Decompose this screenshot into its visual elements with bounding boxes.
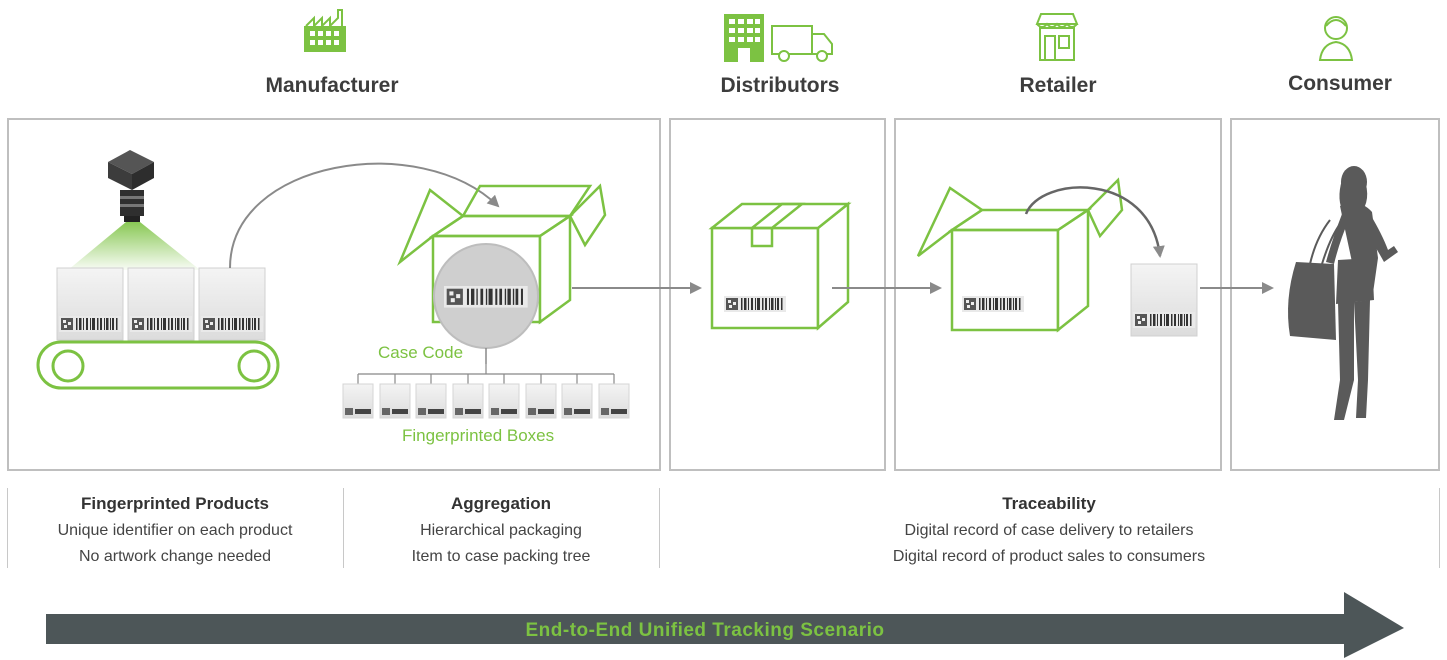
caption-fingerprinted-products: Fingerprinted Products Unique identifier…: [8, 494, 342, 566]
consumer-panel: [1230, 118, 1440, 471]
fingerprinted-box: [525, 383, 557, 419]
product-box: [199, 268, 265, 340]
case-barcode: [444, 286, 528, 308]
fingerprinted-box: [379, 383, 411, 419]
caption-line: Hierarchical packaging: [420, 522, 582, 539]
fingerprinted-boxes-label: Fingerprinted Boxes: [402, 426, 555, 445]
caption-title: Traceability: [1002, 494, 1096, 513]
case-barcode: [724, 296, 786, 312]
caption-line: Unique identifier on each product: [57, 522, 293, 539]
conveyor-belt: [36, 340, 280, 390]
caption-title: Aggregation: [450, 494, 552, 513]
storefront-icon: [1035, 13, 1079, 61]
fingerprinted-box: [452, 383, 484, 419]
scan-beam: [68, 222, 200, 270]
caption-divider: [659, 488, 660, 568]
camera-icon: [108, 150, 154, 222]
caption-traceability: Traceability Digital record of case deli…: [660, 494, 1438, 566]
fingerprinted-box: [488, 383, 520, 419]
warehouse-truck-icon: [724, 14, 833, 62]
stage-label-retailer: Retailer: [1019, 74, 1097, 97]
case-barcode: [962, 296, 1024, 312]
stage-label-distributors: Distributors: [720, 74, 840, 97]
product-box: [128, 268, 194, 340]
caption-divider: [1439, 488, 1440, 568]
caption-line: Item to case packing tree: [411, 548, 591, 565]
flow-arrow-curve: [229, 162, 500, 269]
caption-title: Fingerprinted Products: [81, 494, 269, 513]
tracking-banner-label: End-to-End Unified Tracking Scenario: [525, 620, 885, 641]
person-icon: [1318, 16, 1354, 61]
product-box: [57, 268, 123, 340]
caption-divider: [343, 488, 344, 568]
flow-arrow-curve: [1024, 186, 1165, 258]
aggregation-tree: [357, 364, 615, 384]
stage-label-consumer: Consumer: [1288, 72, 1392, 95]
fingerprinted-box: [598, 383, 630, 419]
caption-line: No artwork change needed: [78, 548, 272, 565]
tracking-banner-arrow: [46, 592, 1404, 658]
product-box: [1131, 264, 1197, 336]
fingerprinted-box: [415, 383, 447, 419]
caption-aggregation: Aggregation Hierarchical packaging Item …: [344, 494, 658, 566]
stage-label-manufacturer: Manufacturer: [265, 74, 399, 97]
caption-line: Digital record of product sales to consu…: [892, 548, 1206, 565]
case-code-label: Case Code: [378, 343, 464, 362]
consumer-silhouette: [1288, 166, 1398, 420]
fingerprinted-box: [342, 383, 374, 419]
caption-line: Digital record of case delivery to retai…: [904, 522, 1194, 539]
caption-divider: [7, 488, 8, 568]
fingerprinted-box: [561, 383, 593, 419]
factory-icon: [304, 9, 346, 52]
